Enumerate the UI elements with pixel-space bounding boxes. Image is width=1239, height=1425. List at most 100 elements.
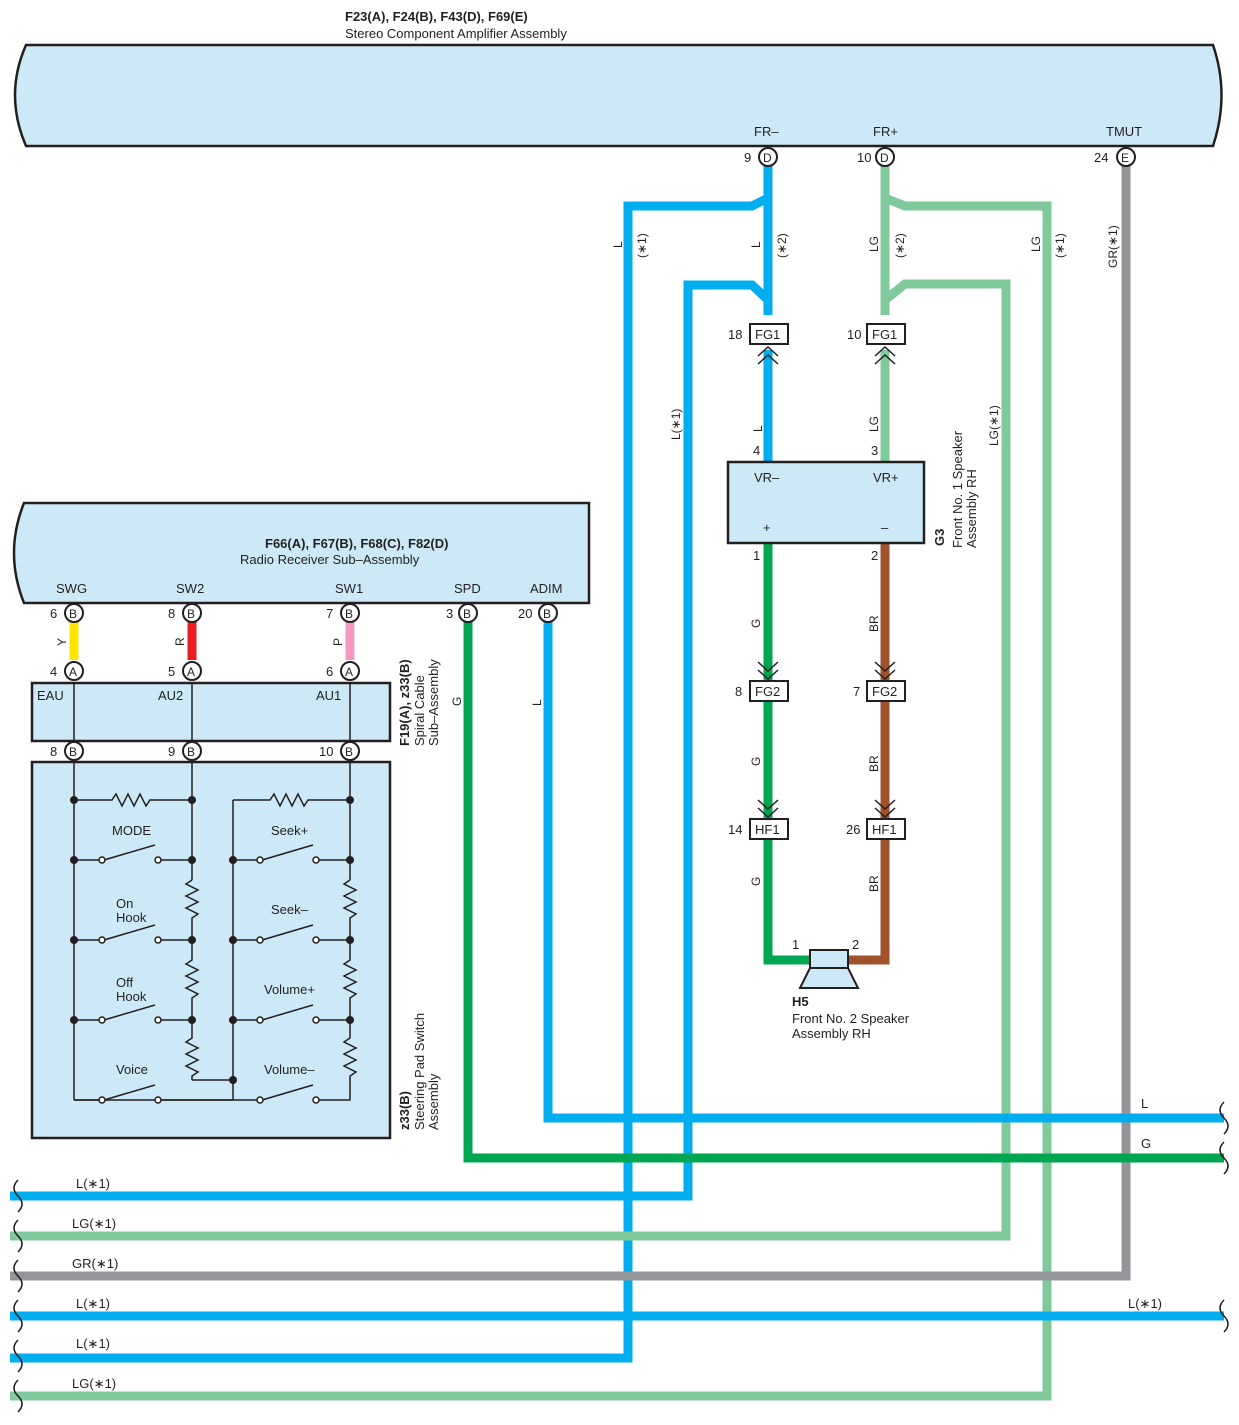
svg-text:AU1: AU1 xyxy=(316,688,341,703)
svg-text:G3: G3 xyxy=(932,529,947,546)
svg-text:BR: BR xyxy=(867,615,881,632)
speaker-g3: VR– VR+ + – 4 3 1 2 G3 Front No. 1 Speak… xyxy=(726,430,979,563)
svg-text:B: B xyxy=(345,607,353,621)
radio-receiver-box xyxy=(12,501,591,605)
speaker-h5: 1 2 H5 Front No. 2 Speaker Assembly RH xyxy=(792,937,910,1041)
svg-text:L: L xyxy=(611,241,625,248)
svg-text:7: 7 xyxy=(326,606,333,621)
svg-text:L: L xyxy=(1141,1096,1148,1111)
svg-text:10: 10 xyxy=(847,327,861,342)
svg-text:MODE: MODE xyxy=(112,823,151,838)
svg-text:(∗1): (∗1) xyxy=(1053,233,1067,258)
svg-text:B: B xyxy=(345,745,353,759)
svg-text:Spiral Cable: Spiral Cable xyxy=(412,675,427,746)
amp-pin-label-fr-plus: FR+ xyxy=(873,124,898,139)
svg-text:(∗1): (∗1) xyxy=(635,233,649,258)
svg-text:G: G xyxy=(749,757,763,766)
wire-fr-minus-blue xyxy=(10,166,773,1363)
amp-pin-fr-minus: D 9 xyxy=(744,147,778,167)
svg-text:Hook: Hook xyxy=(116,989,147,1004)
wire-adim-blue xyxy=(543,622,1224,1123)
wire-labels-g3: G BR G BR G BR xyxy=(749,615,881,892)
amplifier-name: Stereo Component Amplifier Assembly xyxy=(345,26,567,41)
svg-text:Seek+: Seek+ xyxy=(271,823,308,838)
svg-text:L: L xyxy=(749,241,763,248)
svg-text:B: B xyxy=(463,607,471,621)
spiral-cable: EAU AU2 AU1 A4 A5 A6 B8 B9 B10 F19(A), z… xyxy=(30,659,441,761)
wire-lg-star1-loop xyxy=(10,279,1011,1241)
svg-text:On: On xyxy=(116,896,133,911)
svg-text:B: B xyxy=(69,745,77,759)
svg-text:D: D xyxy=(880,151,889,165)
svg-text:Seek–: Seek– xyxy=(271,902,309,917)
svg-text:L(∗1): L(∗1) xyxy=(76,1176,110,1191)
svg-text:Assembly RH: Assembly RH xyxy=(964,469,979,548)
svg-text:L(∗1): L(∗1) xyxy=(76,1296,110,1311)
svg-text:Hook: Hook xyxy=(116,910,147,925)
amp-pin-label-fr-minus: FR– xyxy=(754,124,779,139)
svg-text:A: A xyxy=(345,665,353,679)
svg-text:9: 9 xyxy=(744,150,751,165)
amp-pin-label-tmut: TMUT xyxy=(1106,124,1142,139)
svg-text:10: 10 xyxy=(319,744,333,759)
svg-text:BR: BR xyxy=(867,875,881,892)
svg-text:D: D xyxy=(763,151,772,165)
svg-text:1: 1 xyxy=(792,937,799,952)
svg-text:Front No. 1 Speaker: Front No. 1 Speaker xyxy=(950,430,965,548)
svg-text:G: G xyxy=(749,877,763,886)
amp-pin-fr-plus: D 10 xyxy=(857,147,895,167)
svg-text:4: 4 xyxy=(753,443,760,458)
svg-text:FG1: FG1 xyxy=(755,327,780,342)
svg-text:24: 24 xyxy=(1094,150,1108,165)
svg-text:Assembly: Assembly xyxy=(426,1073,441,1130)
svg-text:E: E xyxy=(1121,151,1129,165)
svg-text:5: 5 xyxy=(168,664,175,679)
svg-text:8: 8 xyxy=(168,606,175,621)
svg-text:LG: LG xyxy=(867,236,881,252)
amplifier-box xyxy=(13,43,1223,148)
svg-text:26: 26 xyxy=(846,822,860,837)
wire-labels-radio: Y R P G L xyxy=(55,637,544,706)
wire-labels-top: L (∗1) L (∗2) LG (∗2) LG (∗1) GR(∗1) L(∗… xyxy=(611,225,1120,446)
svg-text:H5: H5 xyxy=(792,994,809,1009)
svg-text:8: 8 xyxy=(50,744,57,759)
svg-text:Off: Off xyxy=(116,975,133,990)
svg-text:Sub–Assembly: Sub–Assembly xyxy=(426,659,441,746)
svg-text:4: 4 xyxy=(50,664,57,679)
svg-text:10: 10 xyxy=(857,150,871,165)
svg-text:A: A xyxy=(187,665,195,679)
steering-pad-switch: MODE On Hook Off Hook Voice Seek+ Seek– … xyxy=(30,760,441,1140)
svg-text:B: B xyxy=(543,607,551,621)
junction-fg2-left: FG2 8 xyxy=(735,661,789,702)
svg-text:L: L xyxy=(530,699,544,706)
svg-text:1: 1 xyxy=(753,548,760,563)
svg-text:6: 6 xyxy=(50,606,57,621)
svg-text:G: G xyxy=(450,697,464,706)
svg-text:Steering Pad Switch: Steering Pad Switch xyxy=(412,1013,427,1130)
wire-labels-bottom: L G L(∗1) LG(∗1) GR(∗1) L(∗1) L(∗1) L(∗1… xyxy=(72,1096,1162,1391)
svg-text:EAU: EAU xyxy=(37,688,64,703)
svg-text:FG2: FG2 xyxy=(872,684,897,699)
svg-text:LG: LG xyxy=(1029,236,1043,252)
svg-text:3: 3 xyxy=(871,443,878,458)
svg-text:FG2: FG2 xyxy=(755,684,780,699)
radio-pins: B6 B8 B7 B3 B20 xyxy=(50,603,558,623)
junction-fg1-right: FG1 10 xyxy=(847,323,906,365)
svg-text:Voice: Voice xyxy=(116,1062,148,1077)
junction-hf1-right: HF1 26 xyxy=(846,799,906,840)
amplifier-connectors: F23(A), F24(B), F43(D), F69(E) xyxy=(345,9,528,24)
svg-text:HF1: HF1 xyxy=(755,822,780,837)
svg-text:2: 2 xyxy=(852,937,859,952)
svg-text:VR+: VR+ xyxy=(873,470,899,485)
svg-text:ADIM: ADIM xyxy=(530,581,563,596)
svg-text:+: + xyxy=(763,520,771,535)
svg-text:20: 20 xyxy=(518,606,532,621)
svg-text:LG: LG xyxy=(867,416,881,432)
svg-text:(∗2): (∗2) xyxy=(775,233,789,258)
wire-g3-brown xyxy=(848,543,890,965)
svg-text:z33(B): z33(B) xyxy=(397,1091,412,1130)
svg-text:G: G xyxy=(749,619,763,628)
svg-text:Y: Y xyxy=(55,638,69,646)
svg-text:8: 8 xyxy=(735,684,742,699)
